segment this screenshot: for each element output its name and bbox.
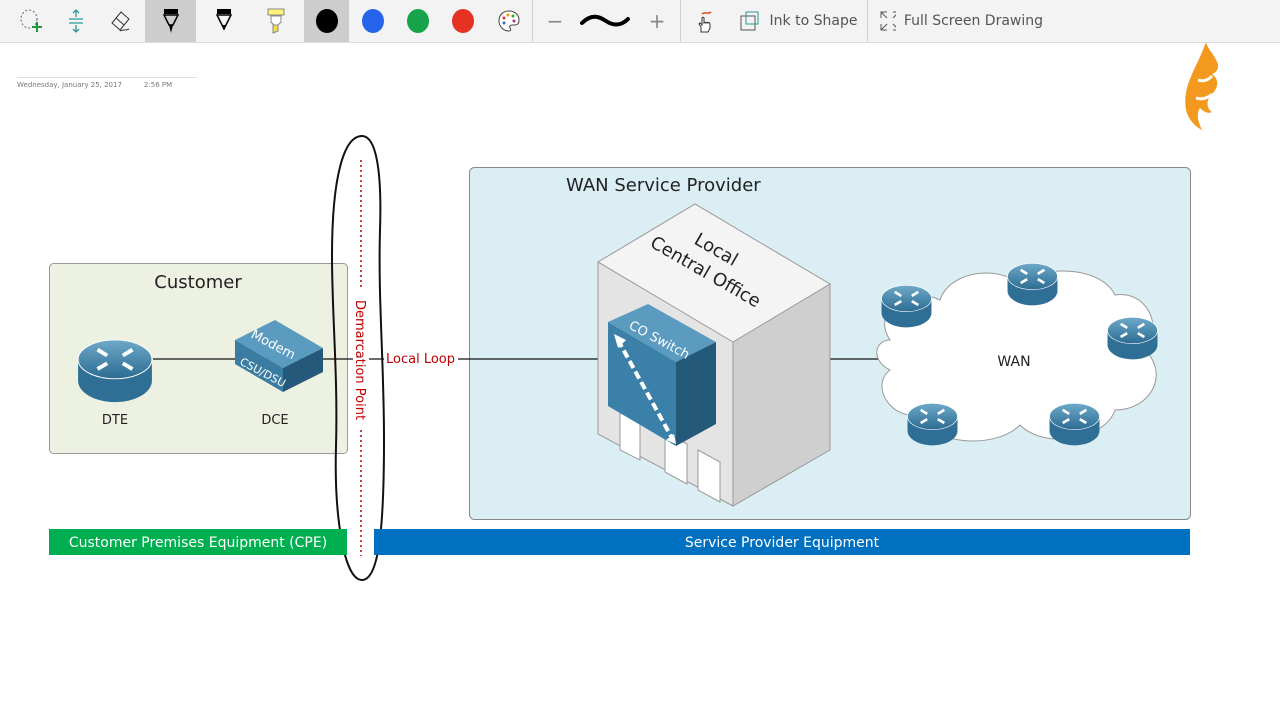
demarcation-label-bg <box>353 290 369 430</box>
insert-space-icon <box>69 9 83 33</box>
thickness-increase-button[interactable]: + <box>648 9 666 33</box>
local-loop-bg <box>384 350 458 368</box>
highlighter-icon <box>267 8 285 34</box>
wan-router-icon <box>1006 262 1059 307</box>
spe-bar <box>374 529 1190 555</box>
wan-cloud <box>876 270 1157 442</box>
ink-to-shape-icon <box>740 11 759 31</box>
co-switch-icon: CO Switch <box>608 304 716 446</box>
touch-draw-button[interactable] <box>688 0 720 42</box>
cpe-label: Customer Premises Equipment (CPE) <box>69 535 327 551</box>
more-colors-button[interactable] <box>486 0 531 42</box>
eraser-icon <box>111 11 130 32</box>
modem-icon: Modem CSU/DSU <box>235 320 323 392</box>
pen-icon <box>162 9 179 33</box>
cpe-bar <box>49 529 347 555</box>
color-swatch-blue <box>361 9 384 33</box>
app-logo <box>1185 42 1219 130</box>
wan-router-icon <box>906 402 959 447</box>
insert-space-button[interactable] <box>54 0 98 42</box>
customer-title: Customer <box>154 272 242 293</box>
dce-label: DCE <box>261 413 288 428</box>
pen-button[interactable] <box>145 0 196 42</box>
thickness-preview <box>575 0 635 42</box>
color-swatch-red <box>451 9 474 33</box>
page-time: 2:56 PM <box>143 81 173 89</box>
page-timestamp: Wednesday, January 25, 2017 2:56 PM <box>17 77 197 89</box>
color-red-button[interactable] <box>440 0 485 42</box>
pencil-button[interactable] <box>198 0 249 42</box>
ink-to-shape-label: Ink to Shape <box>769 13 858 29</box>
wan-router-icon <box>1106 316 1159 361</box>
wan-label: WAN <box>997 354 1030 370</box>
highlighter-button[interactable] <box>250 0 302 42</box>
dte-label: DTE <box>102 413 128 428</box>
color-green-button[interactable] <box>395 0 440 42</box>
touch-draw-icon <box>698 11 712 33</box>
stroke-thickness-icon <box>580 14 630 27</box>
ink-lasso-stroke <box>330 134 386 582</box>
pencil-icon <box>215 9 232 31</box>
ink-to-shape-button[interactable]: Ink to Shape <box>735 0 860 42</box>
separator <box>680 0 681 42</box>
drawing-toolbar: − + Ink to Shape Full Screen Drawing <box>0 0 1280 43</box>
full-screen-icon <box>880 11 896 31</box>
wan-provider-title: WAN Service Provider <box>566 175 761 196</box>
wan-router-icon <box>880 284 933 329</box>
color-blue-button[interactable] <box>350 0 395 42</box>
thickness-decrease-button[interactable]: − <box>546 9 564 33</box>
lasso-select-icon <box>20 9 42 32</box>
color-swatch-black <box>315 9 338 33</box>
separator <box>532 0 533 42</box>
eraser-button[interactable] <box>98 0 144 42</box>
separator <box>867 0 868 42</box>
full-screen-drawing-button[interactable]: Full Screen Drawing <box>878 0 1043 42</box>
lasso-select-button[interactable] <box>8 0 54 42</box>
spe-label: Service Provider Equipment <box>685 535 880 551</box>
wan-router-icon <box>1048 402 1101 447</box>
demarcation-label: Demarcation Point <box>352 300 367 420</box>
full-screen-label: Full Screen Drawing <box>903 13 1043 29</box>
page-date: Wednesday, January 25, 2017 <box>17 81 122 89</box>
dte-router-icon <box>76 338 154 405</box>
color-swatch-green <box>406 9 429 33</box>
color-black-button[interactable] <box>304 0 349 42</box>
local-loop-label: Local Loop <box>386 352 455 367</box>
palette-icon <box>497 10 520 32</box>
